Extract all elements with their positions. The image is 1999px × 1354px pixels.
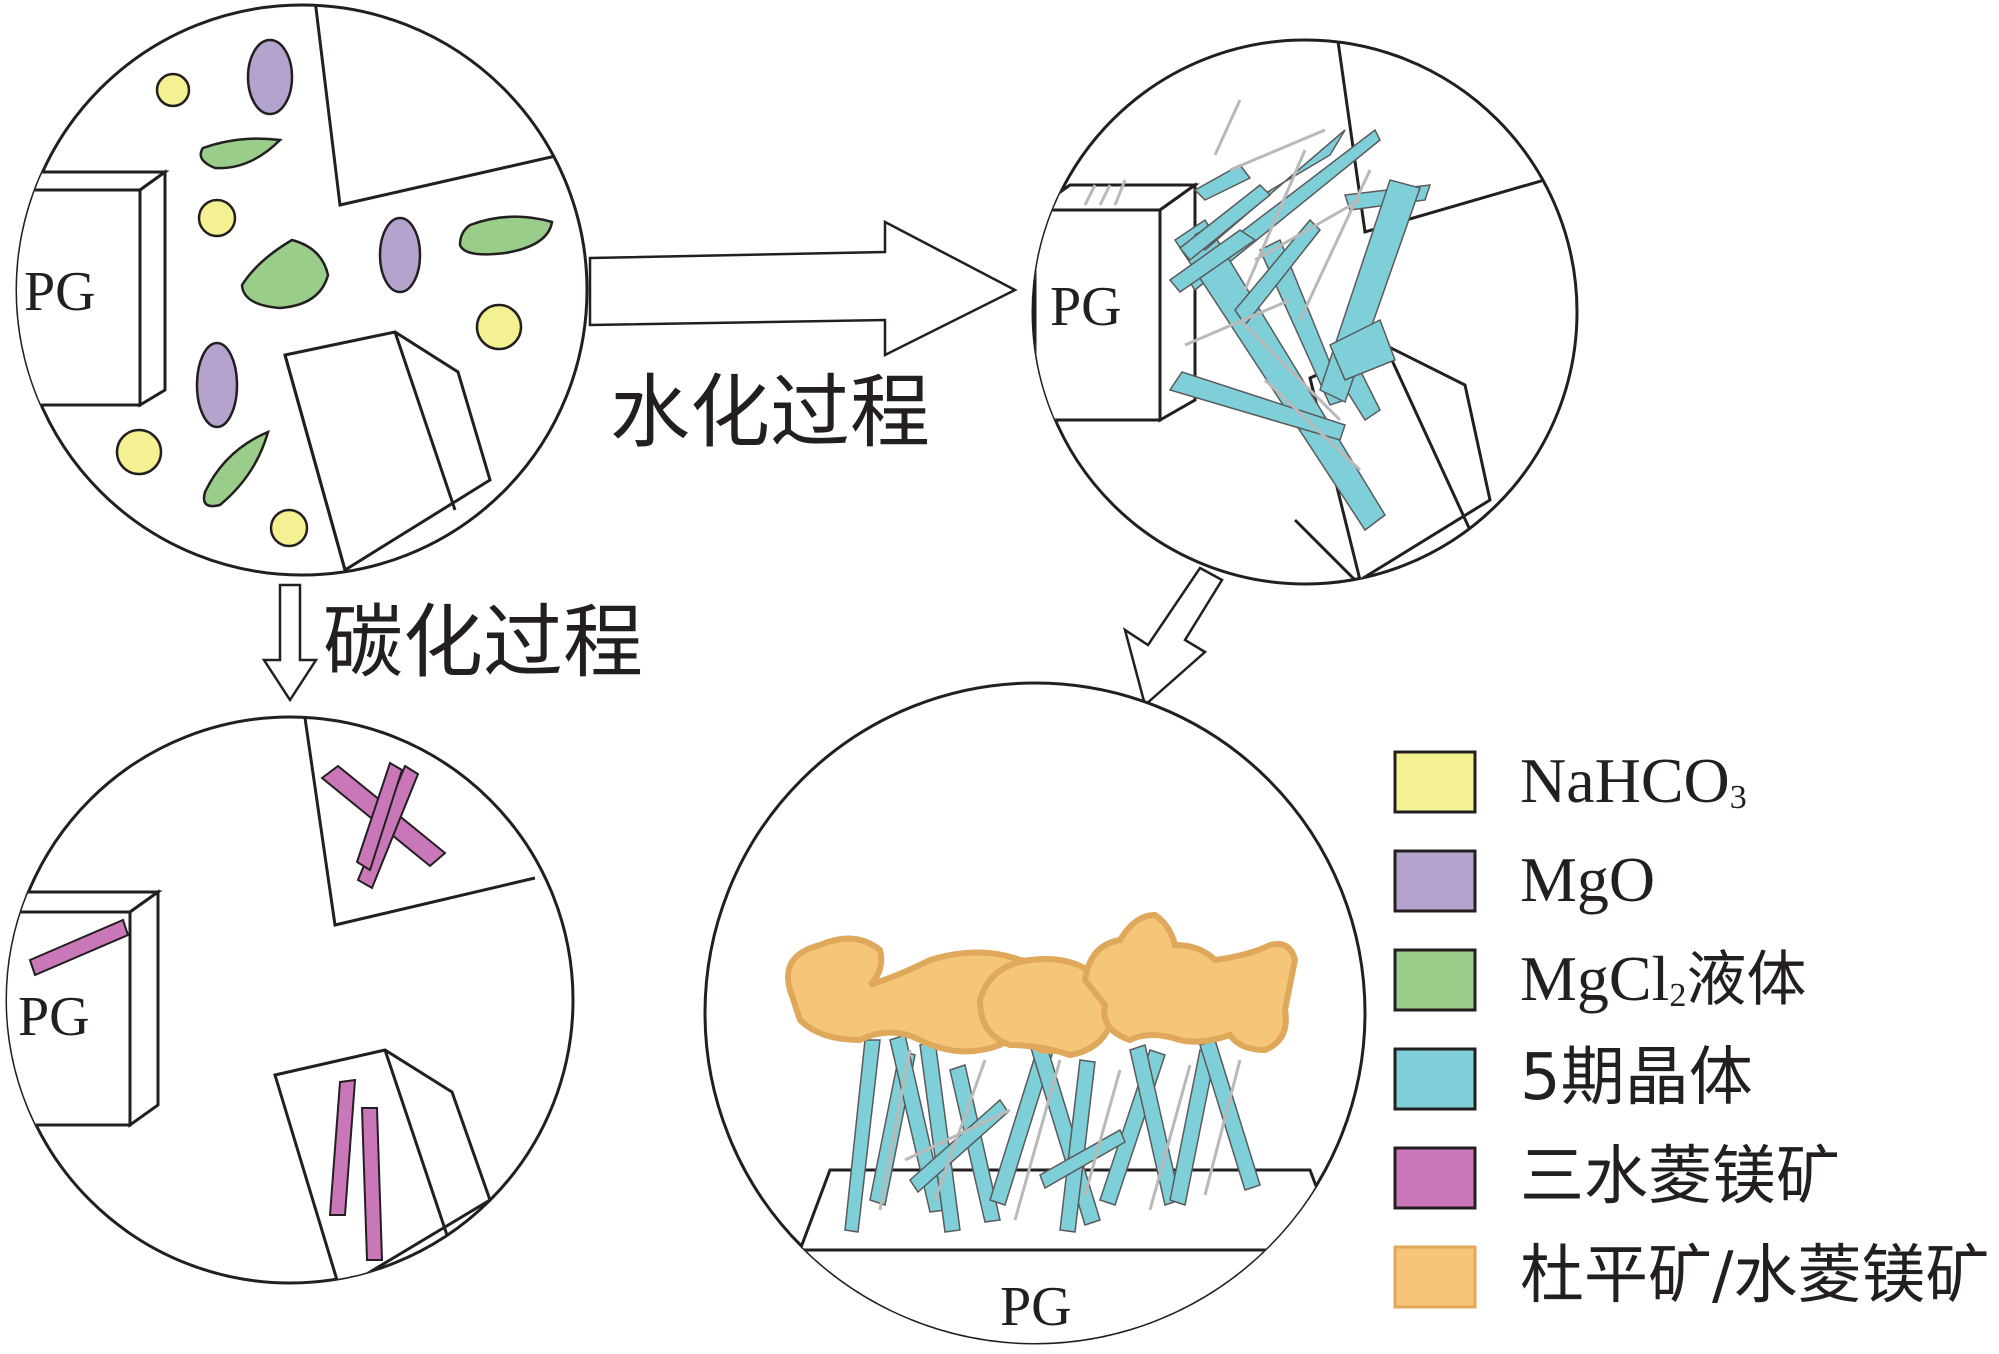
legend-swatch-mgcl2: [1393, 948, 1477, 1012]
legend-label-nesquehonite: 三水菱镁矿: [1520, 1140, 1840, 1214]
pg-grain-boundary: [313, 5, 561, 207]
legend-swatch-nahco3: [1393, 750, 1477, 814]
hydration-label: 水化过程: [610, 366, 930, 459]
legend-label-dypingite: 杜平矿/水菱镁矿: [1520, 1239, 1990, 1313]
pg-grain-boundary: [1293, 518, 1367, 584]
nahco3-particle: [115, 428, 163, 476]
panel-hydration: PG: [1031, 38, 1579, 586]
panel-initial-mixture: PG: [15, 3, 589, 577]
panel-hardened: PG: [703, 681, 1367, 1345]
legend-item-phase5: 5期晶体: [1393, 1041, 1753, 1115]
legend-suffix: 液体: [1686, 945, 1806, 1015]
pg-crystal-shard: [283, 330, 492, 573]
nahco3-particle: [155, 72, 191, 108]
mgcl2-droplet: [458, 215, 554, 256]
gray-needles: [878, 1049, 1242, 1221]
nahco3-particle: [197, 198, 237, 238]
legend-item-nahco3: NaHCO3: [1393, 745, 1747, 816]
pg-crystal-shard: [273, 1048, 492, 1283]
legend-label-mgo: MgO: [1520, 844, 1655, 915]
nesquehonite-rods: [28, 761, 447, 1261]
legend-label-nahco3: NaHCO3: [1520, 745, 1747, 816]
mgcl2-droplet: [240, 238, 330, 310]
legend-item-mgcl2: MgCl2液体: [1393, 943, 1806, 1015]
pg-grain-boundary: [303, 717, 536, 927]
legend-item-mgo: MgO: [1393, 844, 1655, 915]
pg-block: [7, 889, 163, 1128]
nahco3-particle: [269, 508, 309, 548]
hydration-arrow: [588, 219, 1018, 358]
panel-carbonation: PG: [5, 715, 575, 1285]
mgo-particle: [378, 216, 422, 294]
legend-subscript: 2: [1669, 977, 1686, 1014]
legend-label-mgcl2: MgCl2液体: [1520, 943, 1806, 1015]
mgo-particle: [246, 38, 294, 116]
carbonation-arrow: [261, 583, 319, 703]
pg-label: PG: [1000, 1276, 1072, 1338]
pg-grain-boundary: [1333, 40, 1573, 234]
phase5-needles: [1168, 128, 1432, 532]
legend-item-dypingite: 杜平矿/水菱镁矿: [1393, 1239, 1990, 1313]
carbonation-label: 碳化过程: [323, 596, 643, 689]
diagonal-arrow: [1122, 566, 1224, 708]
legend-item-nesquehonite: 三水菱镁矿: [1393, 1140, 1840, 1214]
pg-label: PG: [24, 261, 96, 323]
nahco3-particle: [475, 303, 523, 351]
legend-swatch-mgo: [1393, 849, 1477, 913]
mgo-particle: [195, 341, 239, 429]
pg-label: PG: [18, 986, 90, 1048]
pg-block: [17, 169, 170, 408]
mgcl2-droplet: [202, 429, 270, 508]
mgcl2-droplet: [199, 137, 283, 170]
dypingite-clusters: [785, 911, 1299, 1059]
legend-label-phase5: 5期晶体: [1520, 1041, 1753, 1115]
legend-swatch-nesquehonite: [1393, 1146, 1477, 1210]
legend-swatch-dypingite: [1393, 1245, 1477, 1309]
pg-block: [1033, 182, 1200, 423]
pg-label: PG: [1050, 276, 1122, 338]
legend-subscript: 3: [1730, 779, 1747, 816]
legend-swatch-phase5: [1393, 1047, 1477, 1111]
gray-needles: [1083, 99, 1372, 472]
